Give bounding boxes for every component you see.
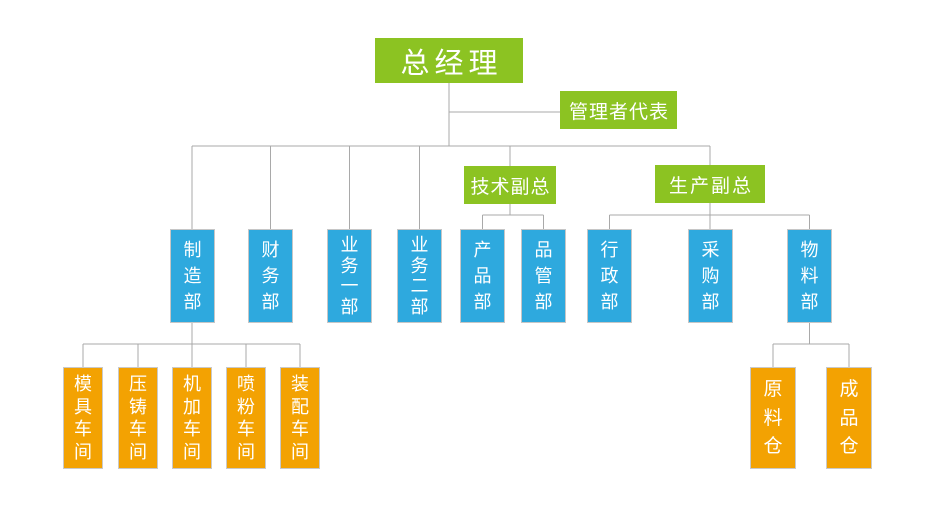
org-node-finance-dept: 财务部: [248, 229, 293, 323]
org-node-die-casting-workshop: 压铸车间: [118, 367, 158, 469]
org-node-raw-material-warehouse: 原料仓: [750, 367, 796, 469]
node-label: 压铸车间: [129, 374, 147, 462]
node-label: 制造部: [183, 240, 202, 312]
org-node-powder-coating-workshop: 喷粉车间: [226, 367, 266, 469]
node-label: 品管部: [534, 240, 553, 312]
node-label: 物料部: [800, 240, 819, 312]
node-label: 装配车间: [291, 374, 309, 462]
org-node-management-representative: 管理者代表: [560, 91, 677, 129]
org-node-manufacturing-dept: 制造部: [170, 229, 215, 323]
node-label: 模具车间: [74, 374, 92, 462]
node-label: 行政部: [600, 240, 619, 312]
org-node-purchasing-dept: 采购部: [688, 229, 733, 323]
node-label: 财务部: [261, 240, 280, 312]
node-label: 业务一部: [340, 234, 359, 318]
node-label: 机加车间: [183, 374, 201, 462]
org-node-finished-goods-warehouse: 成品仓: [826, 367, 872, 469]
org-node-mold-workshop: 模具车间: [63, 367, 103, 469]
node-label: 原料仓: [763, 379, 783, 457]
org-node-business-dept-2: 业务二部: [397, 229, 442, 323]
org-node-technical-deputy: 技术副总: [464, 166, 556, 204]
org-node-product-dept: 产品部: [460, 229, 505, 323]
org-node-materials-dept: 物料部: [787, 229, 832, 323]
node-label: 生产副总: [668, 175, 753, 197]
node-label: 管理者代表: [568, 101, 669, 123]
node-label: 喷粉车间: [237, 374, 255, 462]
node-label: 采购部: [701, 240, 720, 312]
org-node-assembly-workshop: 装配车间: [280, 367, 320, 469]
org-node-general-manager: 总经理: [375, 38, 523, 83]
node-label: 成品仓: [839, 379, 859, 457]
org-node-machining-workshop: 机加车间: [172, 367, 212, 469]
node-label: 技术副总: [470, 176, 551, 198]
node-label: 业务二部: [410, 234, 429, 318]
org-node-production-deputy: 生产副总: [655, 165, 765, 203]
org-node-admin-dept: 行政部: [587, 229, 632, 323]
org-node-quality-dept: 品管部: [521, 229, 566, 323]
node-label: 总经理: [400, 47, 503, 80]
org-node-business-dept-1: 业务一部: [327, 229, 372, 323]
node-label: 产品部: [473, 240, 492, 312]
